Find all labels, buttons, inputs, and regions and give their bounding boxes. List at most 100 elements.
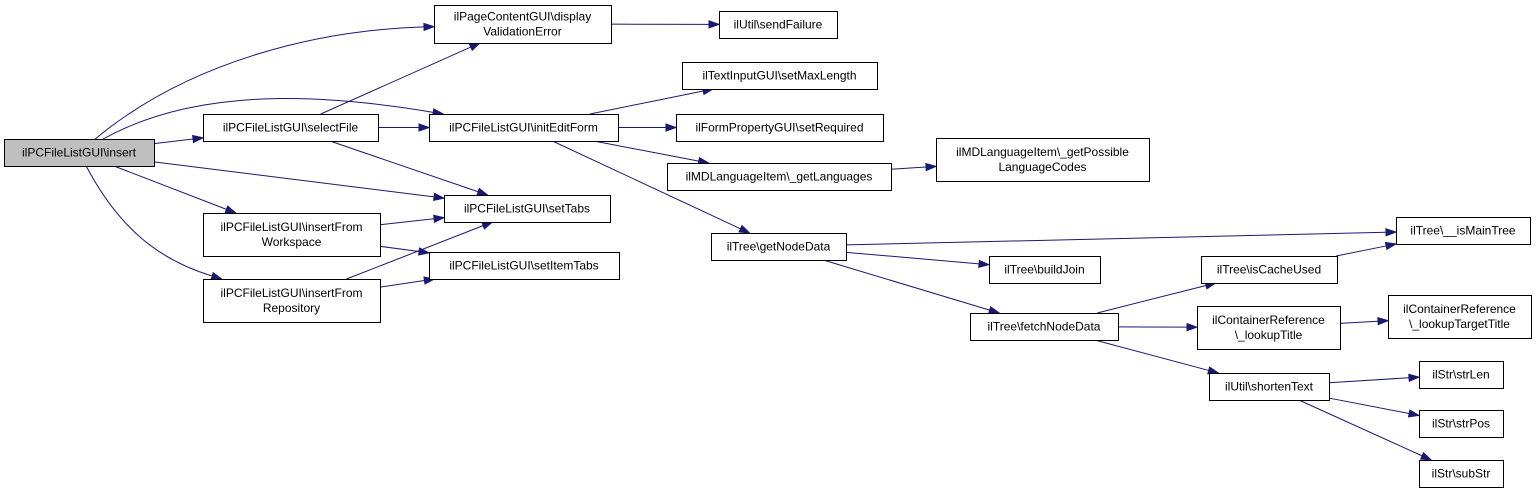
edge-layer — [85, 20, 1433, 461]
node-set-required[interactable]: ilFormPropertyGUI\setRequired — [676, 114, 884, 142]
arrowhead-icon — [665, 123, 678, 132]
node-label: ilPCFileListGUI\insertFrom — [220, 286, 362, 300]
node-insert[interactable]: ilPCFileListGUI\insert — [4, 139, 155, 167]
node-label: LanguageCodes — [998, 160, 1086, 174]
arrowhead-icon — [978, 259, 991, 268]
node-label: ilContainerReference — [1212, 313, 1325, 327]
edge-init-edit-form-to-get-languages — [593, 140, 699, 162]
arrowhead-icon — [476, 187, 490, 196]
node-box — [989, 256, 1101, 284]
edge-shorten-text-to-sub-str — [1298, 399, 1423, 457]
arrowhead-icon — [1407, 409, 1421, 418]
arrowhead-icon — [1385, 228, 1398, 237]
node-box — [203, 279, 381, 323]
edge-insert-from-repository-to-set-item-tabs — [379, 279, 425, 288]
edge-fetch-node-data-to-is-cache-used — [1097, 284, 1207, 314]
arrowhead-icon — [468, 42, 482, 52]
node-label: ilMDLanguageItem\_getPossible — [956, 145, 1129, 159]
node-label: ilTree\getNodeData — [727, 240, 831, 254]
arrowhead-icon — [423, 22, 436, 32]
node-set-tabs[interactable]: ilPCFileListGUI\setTabs — [444, 195, 611, 223]
node-label: ilPCFileListGUI\initEditForm — [449, 121, 598, 135]
node-label: ilUtil\shortenText — [1225, 380, 1314, 394]
node-label: ilTree\fetchNodeData — [988, 320, 1101, 334]
arrowhead-icon — [418, 123, 431, 132]
node-str-pos[interactable]: ilStr\strPos — [1419, 410, 1504, 438]
node-box — [1388, 295, 1532, 339]
edge-insert-to-select-file — [153, 138, 194, 145]
edge-insert-from-workspace-to-set-tabs — [379, 218, 435, 226]
node-box — [1419, 410, 1504, 438]
edge-insert-from-workspace-to-set-item-tabs — [379, 245, 420, 253]
node-box — [203, 114, 379, 142]
edge-insert-from-repository-to-set-tabs — [346, 225, 484, 280]
node-init-edit-form[interactable]: ilPCFileListGUI\initEditForm — [429, 114, 619, 142]
arrowhead-icon — [1408, 373, 1421, 382]
node-send-failure[interactable]: ilUtil\sendFailure — [719, 11, 838, 39]
node-fetch-node-data[interactable]: ilTree\fetchNodeData — [970, 313, 1119, 341]
node-box — [444, 195, 611, 223]
node-str-len[interactable]: ilStr\strLen — [1419, 361, 1504, 389]
node-lookup-title[interactable]: ilContainerReference\_lookupTitle — [1197, 306, 1341, 350]
arrowhead-icon — [1377, 317, 1390, 326]
node-is-cache-used[interactable]: ilTree\isCacheUsed — [1201, 256, 1338, 284]
arrowhead-icon — [1419, 451, 1433, 461]
node-box — [667, 163, 892, 191]
node-get-languages[interactable]: ilMDLanguageItem\_getLanguages — [667, 163, 892, 191]
node-shorten-text[interactable]: ilUtil\shortenText — [1209, 373, 1330, 401]
arrowhead-icon — [708, 20, 721, 29]
edge-fetch-node-data-to-shorten-text — [1094, 339, 1209, 371]
node-box — [1209, 373, 1330, 401]
arrowhead-icon — [192, 134, 205, 144]
node-label: ilStr\subStr — [1432, 467, 1491, 481]
arrowhead-icon — [433, 192, 446, 201]
node-lookup-target-title[interactable]: ilContainerReference\_lookupTargetTitle — [1388, 295, 1532, 339]
node-label: ilFormPropertyGUI\setRequired — [695, 121, 863, 135]
node-label: Repository — [263, 301, 320, 315]
node-label: \_lookupTargetTitle — [1409, 317, 1510, 331]
node-label: ilTree\buildJoin — [1004, 263, 1084, 277]
edge-insert-to-display-validation-error — [94, 26, 425, 140]
node-box — [1419, 361, 1504, 389]
node-label: ilTree\__isMainTree — [1410, 224, 1515, 238]
edge-get-node-data-to-fetch-node-data — [823, 259, 990, 311]
node-box — [434, 5, 612, 44]
edge-init-edit-form-to-set-max-length — [589, 90, 704, 115]
node-label: ilUtil\sendFailure — [734, 18, 823, 32]
node-label: ilTextInputGUI\setMaxLength — [702, 69, 856, 83]
node-box — [936, 138, 1150, 182]
node-label: ilContainerReference — [1403, 302, 1516, 316]
node-label: ValidationError — [483, 25, 561, 39]
edge-insert-to-init-edit-form — [102, 98, 434, 140]
node-set-item-tabs[interactable]: ilPCFileListGUI\setItemTabs — [429, 252, 620, 280]
arrowhead-icon — [1384, 241, 1398, 251]
arrowhead-icon — [1186, 322, 1199, 332]
edge-insert-to-insert-from-workspace — [113, 165, 227, 210]
edge-select-file-to-display-validation-error — [320, 46, 471, 115]
node-box — [1197, 306, 1341, 350]
arrowhead-icon — [481, 221, 494, 230]
node-label: ilPCFileListGUI\selectFile — [223, 121, 359, 135]
node-get-possible-language-codes[interactable]: ilMDLanguageItem\_getPossibleLanguageCod… — [936, 138, 1150, 182]
edge-shorten-text-to-str-pos — [1328, 397, 1410, 415]
node-box — [429, 252, 620, 280]
edge-get-node-data-to-is-main-tree — [845, 231, 1387, 246]
node-select-file[interactable]: ilPCFileListGUI\selectFile — [203, 114, 379, 142]
edge-is-cache-used-to-is-main-tree — [1336, 245, 1387, 257]
node-set-max-length[interactable]: ilTextInputGUI\setMaxLength — [682, 62, 878, 90]
node-is-main-tree[interactable]: ilTree\__isMainTree — [1396, 217, 1531, 245]
node-box — [4, 139, 155, 167]
edge-get-languages-to-get-possible-language-codes — [890, 166, 927, 170]
node-box — [682, 62, 878, 90]
node-label: ilPCFileListGUI\setItemTabs — [449, 259, 598, 273]
edge-get-node-data-to-build-join — [845, 251, 980, 265]
edge-insert-to-insert-from-repository — [85, 165, 213, 277]
node-get-node-data[interactable]: ilTree\getNodeData — [711, 233, 847, 261]
node-sub-str[interactable]: ilStr\subStr — [1419, 460, 1504, 488]
edge-insert-to-set-tabs — [153, 161, 435, 198]
node-build-join[interactable]: ilTree\buildJoin — [989, 256, 1101, 284]
